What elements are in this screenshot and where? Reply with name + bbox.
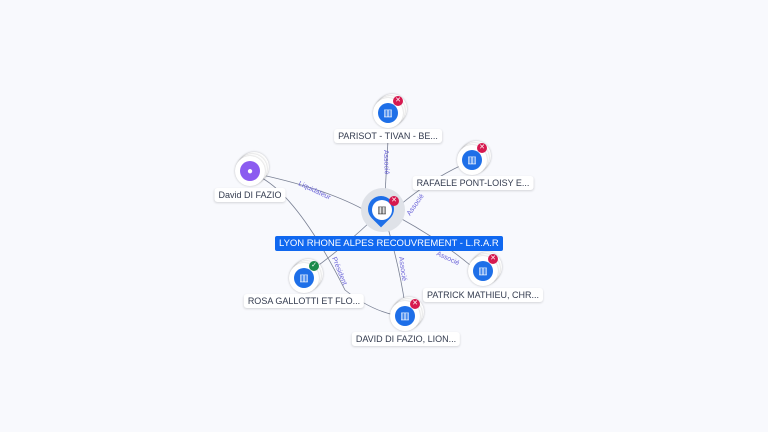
building-icon: ▥ xyxy=(378,103,398,123)
building-icon: ▥ xyxy=(462,150,482,170)
edge-david-liquidateur xyxy=(261,174,369,213)
active-check-icon: ✓ xyxy=(309,261,319,271)
edge-label-associe: Associé xyxy=(382,150,390,175)
node-rosa[interactable]: ▥ ✓ xyxy=(289,259,323,293)
closed-badge-icon: ✕ xyxy=(477,143,487,153)
node-label[interactable]: ROSA GALLOTTI ET FLO... xyxy=(243,294,365,308)
node-parisot[interactable]: ▥ ✕ xyxy=(373,94,407,128)
closed-badge-icon: ✕ xyxy=(389,196,399,206)
edge-label-associe-4: Associé xyxy=(406,193,426,217)
node-label[interactable]: David DI FAZIO xyxy=(214,188,286,202)
edge-parisot xyxy=(384,139,389,196)
node-label[interactable]: DAVID DI FAZIO, LION... xyxy=(351,332,461,346)
edge-label-liquidateur: Liquidateur xyxy=(297,180,332,201)
node-patrick[interactable]: ▥ ✕ xyxy=(468,252,502,286)
node-label[interactable]: PARISOT - TIVAN - BE... xyxy=(334,129,442,143)
building-icon: ▥ xyxy=(395,306,415,326)
building-icon: ▥ xyxy=(473,261,493,281)
node-rafaele[interactable]: ▥ ✕ xyxy=(457,141,491,175)
node-label[interactable]: PATRICK MATHIEU, CHR... xyxy=(422,288,544,302)
building-icon: ▥ xyxy=(294,268,314,288)
edge-label-associe-3: Associé xyxy=(435,250,460,267)
node-david-person[interactable]: ● xyxy=(235,152,269,186)
edge-label-associe-2: Associé xyxy=(397,256,407,281)
closed-badge-icon: ✕ xyxy=(410,299,420,309)
center-node-label[interactable]: LYON RHONE ALPES RECOUVREMENT - L.R.A.R xyxy=(275,236,503,251)
person-icon: ● xyxy=(240,161,260,181)
closed-badge-icon: ✕ xyxy=(488,254,498,264)
node-label[interactable]: RAFAELE PONT-LOISY E... xyxy=(412,176,534,190)
node-david-lion[interactable]: ▥ ✕ xyxy=(390,297,424,331)
edge-label-president: Président xyxy=(330,256,348,286)
building-icon: ▥ xyxy=(372,200,392,220)
closed-badge-icon: ✕ xyxy=(393,96,403,106)
